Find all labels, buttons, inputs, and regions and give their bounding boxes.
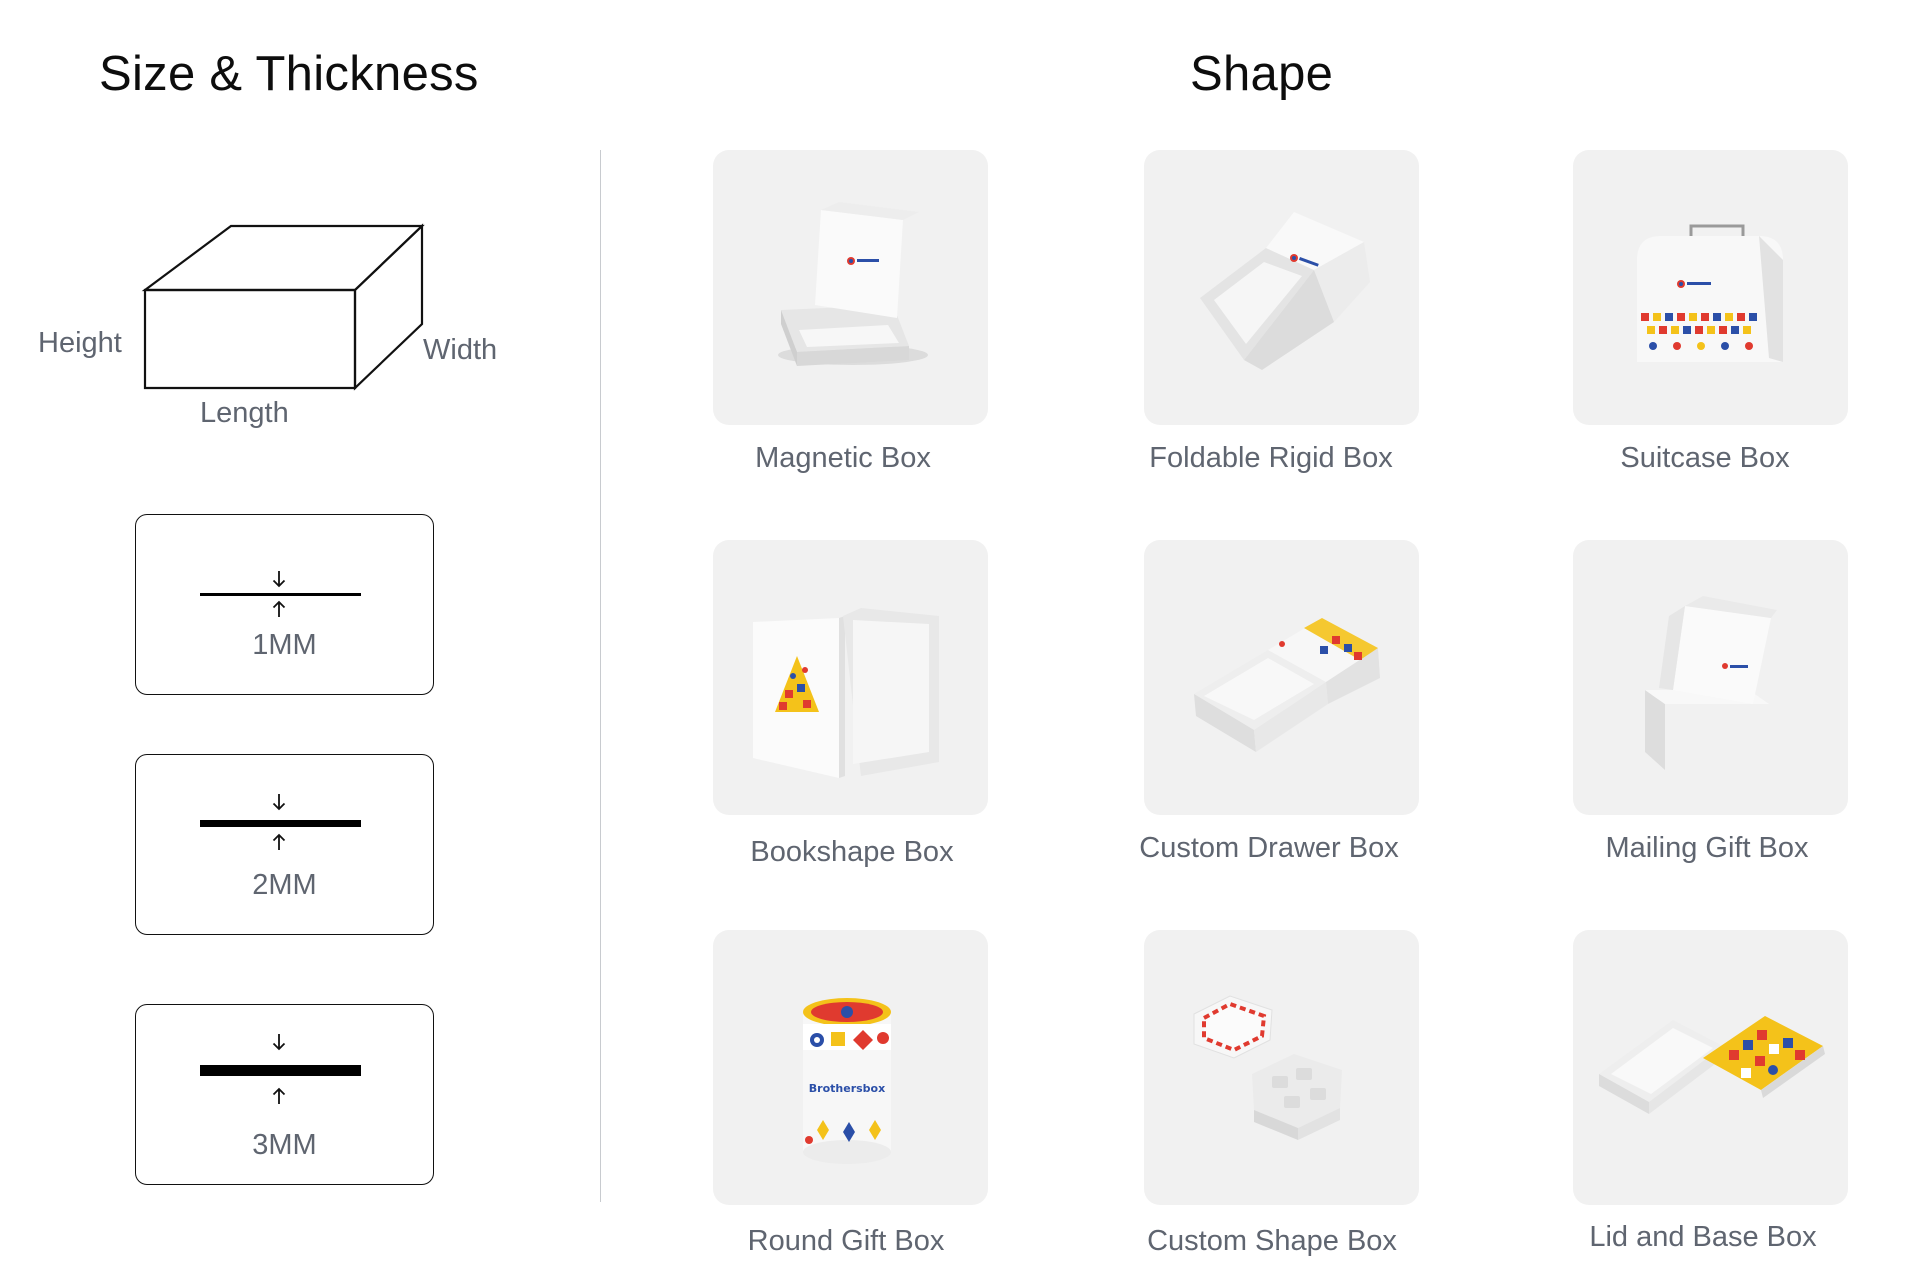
size-thickness-title: Size & Thickness — [99, 47, 479, 101]
thickness-line-1mm — [200, 593, 361, 596]
thickness-line-3mm — [200, 1065, 361, 1076]
height-label: Height — [38, 327, 122, 359]
shape-label: Round Gift Box — [747, 1225, 945, 1257]
thickness-label: 3MM — [252, 1129, 317, 1161]
arrow-down-icon — [272, 571, 286, 588]
magnetic-box-tile[interactable] — [713, 150, 988, 425]
section-divider — [600, 150, 601, 1202]
custom-shape-box-tile[interactable] — [1144, 930, 1419, 1205]
mailing-gift-box-image — [1645, 596, 1777, 770]
magnetic-box-image — [778, 202, 928, 366]
shape-label: Mailing Gift Box — [1605, 832, 1809, 864]
shape-label: Magnetic Box — [755, 442, 931, 474]
thickness-label: 1MM — [252, 629, 317, 661]
shape-label: Custom Shape Box — [1147, 1225, 1397, 1257]
shape-label: Lid and Base Box — [1589, 1221, 1817, 1253]
width-label: Width — [423, 334, 498, 366]
thickness-option-2mm[interactable]: 2MM — [135, 754, 434, 935]
round-gift-box-tile[interactable]: Brothersbox — [713, 930, 988, 1205]
arrow-up-icon — [272, 1087, 286, 1104]
brand-logo-text: Brothersbox — [809, 1082, 885, 1095]
box-top-face — [141, 224, 425, 292]
foldable-rigid-box-image — [1200, 212, 1370, 370]
length-label: Length — [200, 397, 289, 429]
suitcase-box-image — [1637, 224, 1783, 362]
custom-drawer-box-image — [1194, 618, 1380, 752]
bookshape-box-tile[interactable] — [713, 540, 988, 815]
box-dimension-diagram — [141, 223, 425, 391]
thickness-line-2mm — [200, 820, 361, 827]
thickness-label: 2MM — [252, 869, 317, 901]
shape-label: Bookshape Box — [750, 836, 954, 868]
box-side-face — [353, 223, 424, 391]
shape-label: Custom Drawer Box — [1139, 832, 1399, 864]
shape-label: Suitcase Box — [1620, 442, 1790, 474]
suitcase-box-tile[interactable] — [1573, 150, 1848, 425]
round-gift-box-image: Brothersbox — [803, 998, 891, 1164]
thickness-option-1mm[interactable]: 1MM — [135, 514, 434, 695]
box-front-face — [143, 288, 357, 390]
arrow-down-icon — [272, 794, 286, 811]
custom-shape-box-image — [1193, 995, 1342, 1140]
shape-title: Shape — [1190, 47, 1334, 101]
lid-and-base-box-image — [1599, 1016, 1825, 1114]
arrow-down-icon — [272, 1034, 286, 1051]
arrow-up-icon — [272, 833, 286, 850]
mailing-gift-box-tile[interactable] — [1573, 540, 1848, 815]
bookshape-box-image — [753, 608, 939, 778]
thickness-option-3mm[interactable]: 3MM — [135, 1004, 434, 1185]
custom-drawer-box-tile[interactable] — [1144, 540, 1419, 815]
lid-and-base-box-tile[interactable] — [1573, 930, 1848, 1205]
foldable-rigid-box-tile[interactable] — [1144, 150, 1419, 425]
arrow-up-icon — [272, 600, 286, 617]
shape-label: Foldable Rigid Box — [1149, 442, 1393, 474]
